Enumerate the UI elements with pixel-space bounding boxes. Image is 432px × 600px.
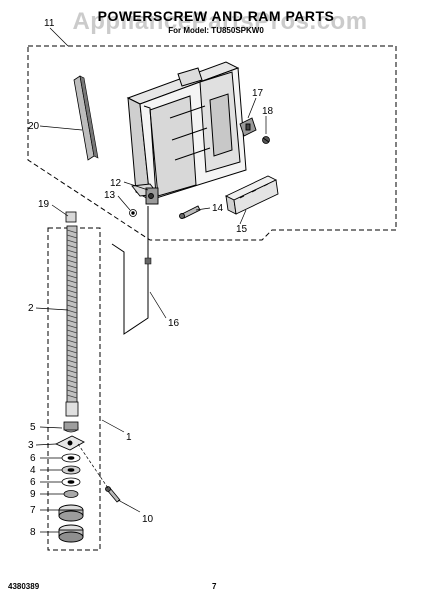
part-7-gear (58, 504, 84, 522)
callout-4: 4 (30, 465, 36, 476)
callout-3: 3 (28, 440, 34, 451)
callout-18: 18 (262, 106, 274, 117)
part-16-wire (111, 206, 149, 335)
part-16-wire-clip (144, 257, 152, 265)
thread-lines (66, 229, 78, 399)
part-13-nut (129, 209, 137, 217)
callout-14: 14 (212, 203, 224, 214)
page-number: 7 (212, 582, 217, 591)
callout-16: 16 (168, 318, 180, 329)
callout-10: 10 (142, 514, 154, 525)
callout-13: 13 (104, 190, 116, 201)
callout-1: 1 (126, 432, 132, 443)
callout-5: 5 (30, 422, 36, 433)
part-8-pulley (58, 524, 84, 543)
part-14-pin (179, 205, 201, 219)
callout-9: 9 (30, 489, 36, 500)
part-2-powerscrew (65, 225, 79, 417)
callout-19: 19 (38, 199, 50, 210)
callout-6: 6 (30, 477, 36, 488)
alignment-dashes (77, 443, 109, 489)
part-6-washer-a (61, 453, 81, 463)
part-10-screw (105, 486, 121, 503)
part-18-screw (262, 136, 270, 144)
part-6-washer-b (61, 477, 81, 487)
diagram-subtitle: For Model: TU850SPKW0 (168, 26, 264, 35)
part-5-collar (63, 421, 79, 433)
leader-lines (35, 27, 267, 533)
document-number: 4380389 (8, 582, 40, 591)
part-3-plate (54, 435, 85, 451)
callout-labels: 11 20 17 18 12 13 14 15 19 16 2 5 3 6 4 … (28, 18, 274, 538)
ram-housing (126, 61, 247, 201)
ram-assembly-boundary (27, 45, 397, 241)
callout-12: 12 (110, 178, 122, 189)
part-19-bushing (65, 211, 77, 223)
part-12-latch (131, 183, 159, 205)
callout-8: 8 (30, 527, 36, 538)
watermark-text: AppliancePartsPros.com (72, 8, 368, 35)
part-9-retainer (63, 490, 79, 498)
callout-11: 11 (44, 18, 55, 29)
callout-17: 17 (252, 88, 264, 99)
part-20-strip (73, 75, 99, 161)
part-17-bracket (239, 117, 257, 137)
callout-6: 6 (30, 453, 36, 464)
diagram-title: POWERSCREW AND RAM PARTS (97, 8, 335, 24)
callout-2: 2 (28, 303, 34, 314)
part-4-bearing (61, 465, 81, 475)
part-15-channel (224, 175, 279, 215)
callout-20: 20 (28, 121, 40, 132)
callout-15: 15 (236, 224, 248, 235)
callout-7: 7 (30, 505, 36, 516)
